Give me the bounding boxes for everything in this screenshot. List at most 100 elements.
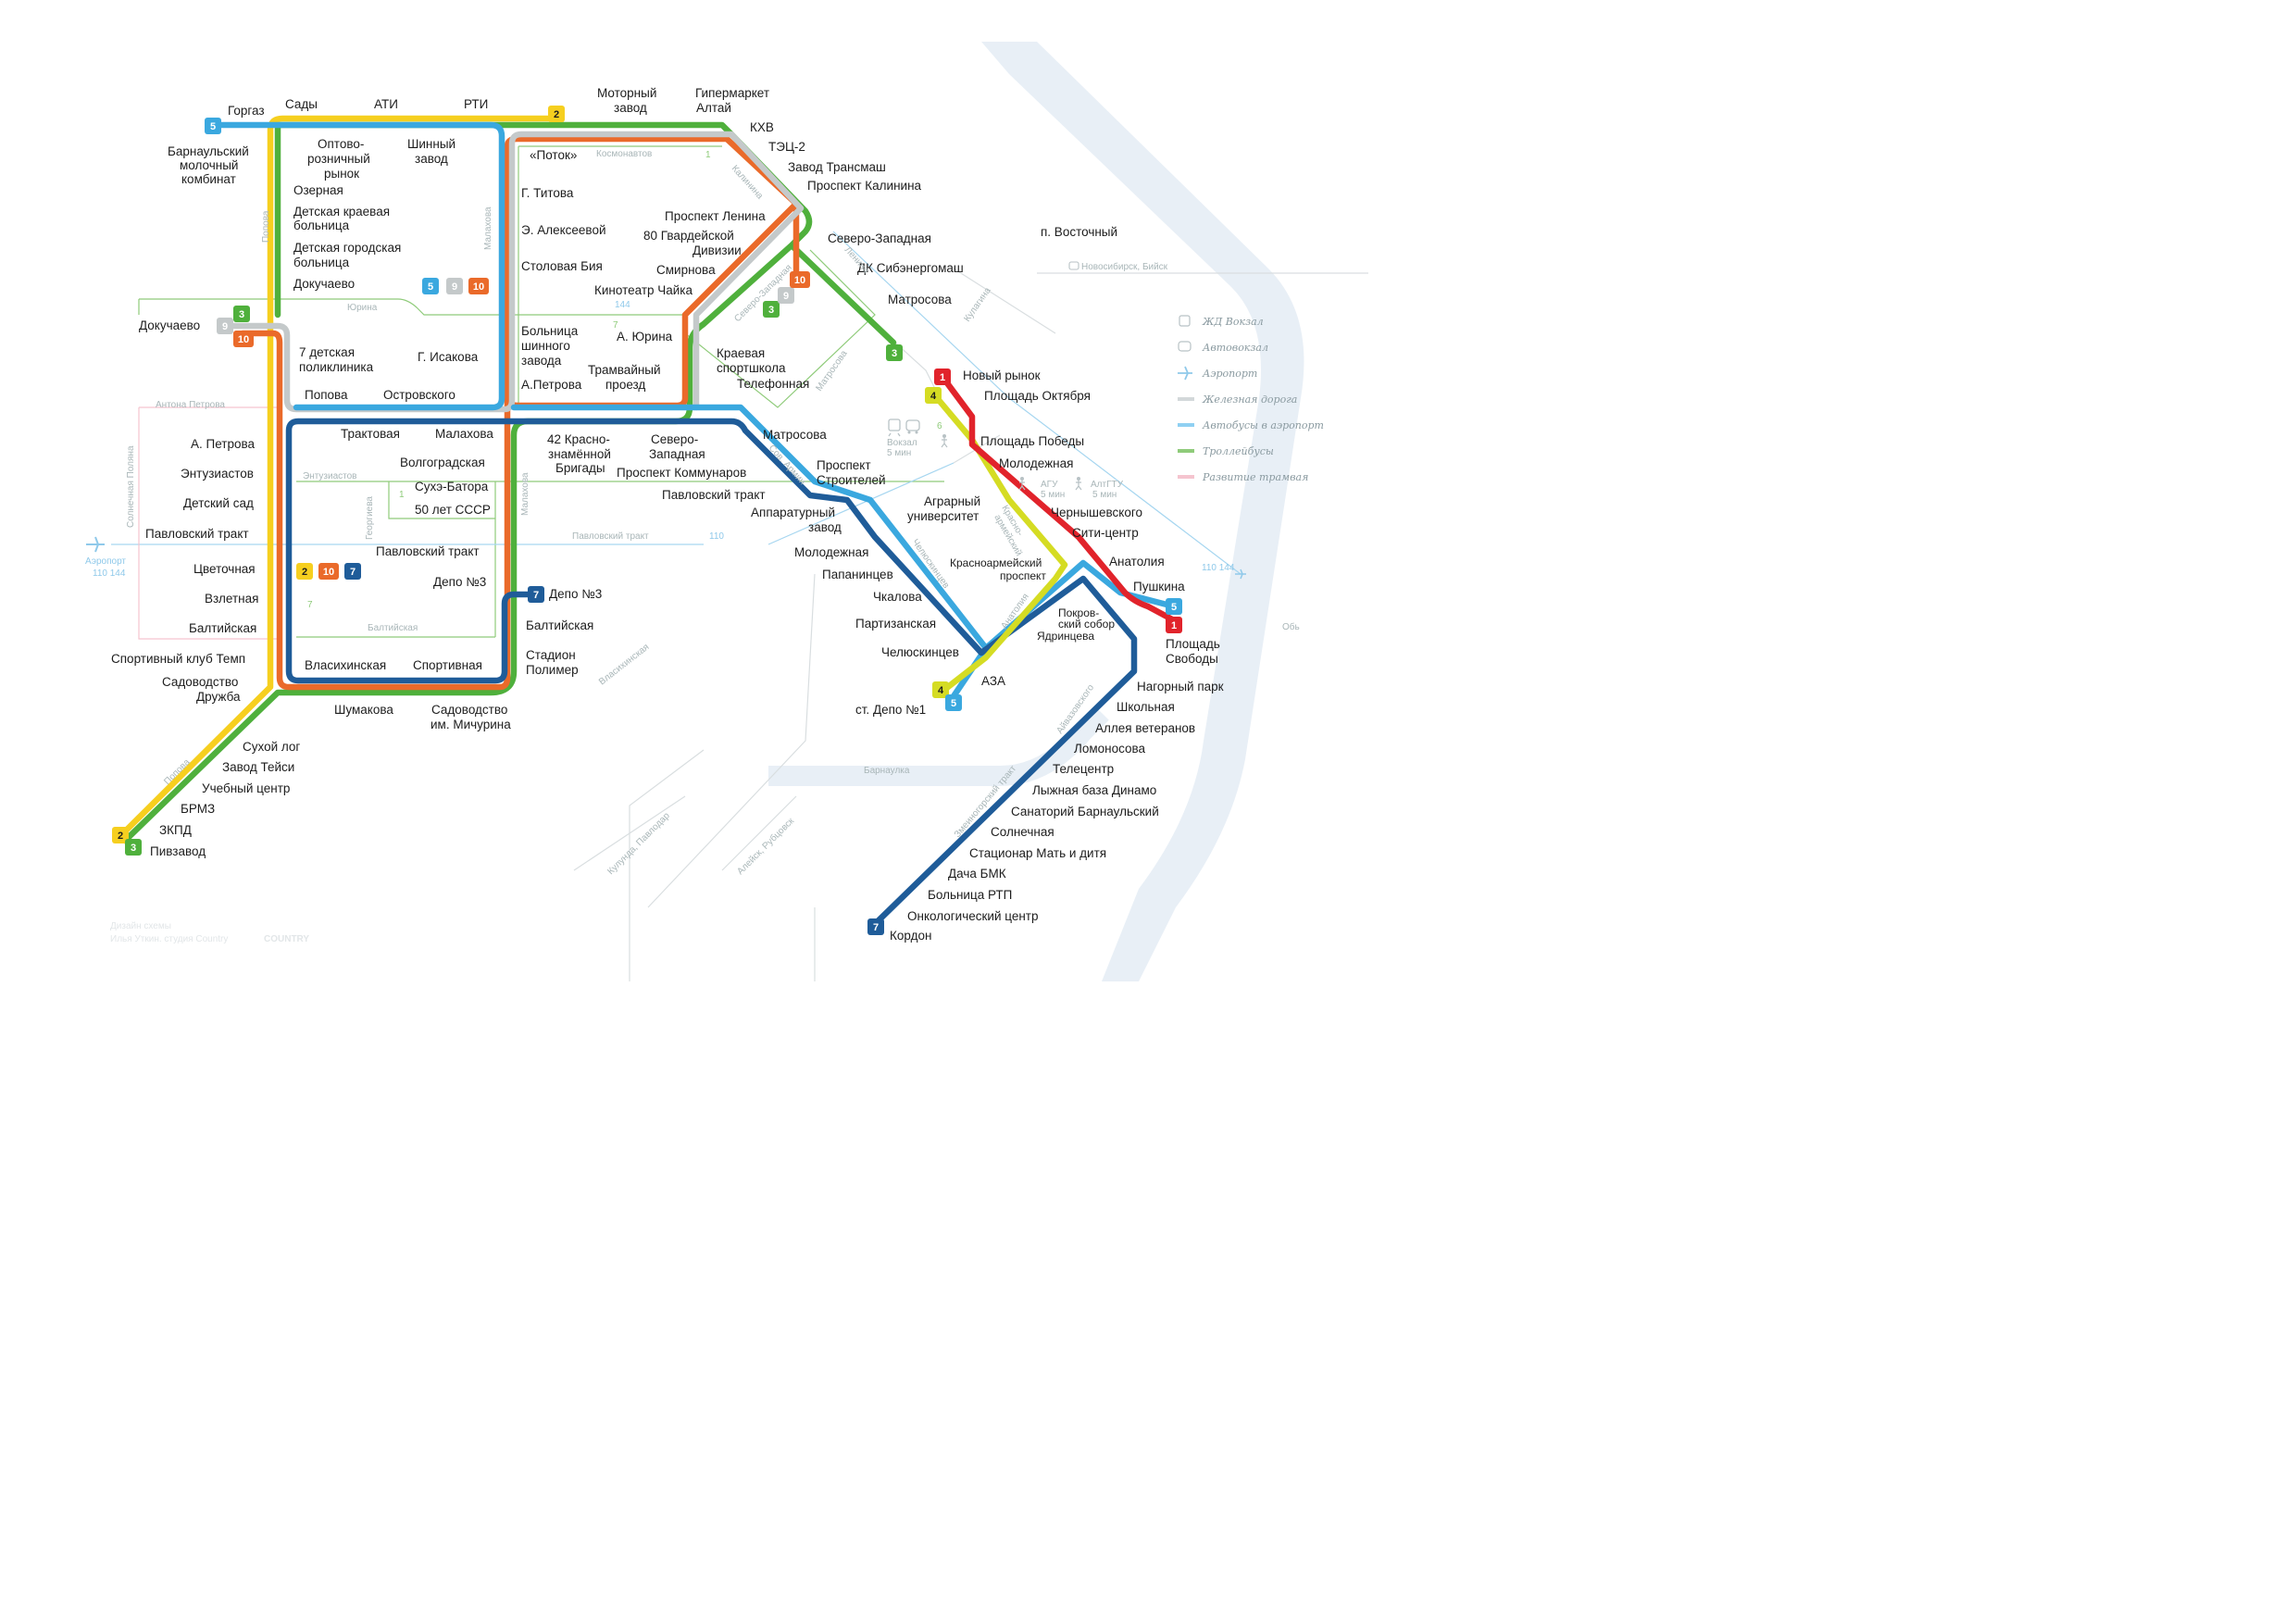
route-badge-1[interactable]: 1: [934, 369, 951, 385]
station-stroiteley[interactable]: Проспект: [817, 458, 871, 472]
route-badge-7-s[interactable]: 7: [867, 918, 884, 935]
route-badge-10-ne[interactable]: 10: [790, 271, 810, 288]
station-uchebny[interactable]: Учебный центр: [202, 781, 290, 795]
station-dokuchaevo-in[interactable]: Докучаево: [293, 277, 355, 291]
station-kraevaya[interactable]: Краевая: [717, 346, 765, 360]
station-entuziastov[interactable]: Энтузиастов: [181, 467, 254, 481]
station-stolovaya[interactable]: Столовая Бия: [521, 259, 603, 273]
station-malakhova[interactable]: Малахова: [435, 427, 493, 441]
station-g-isakova[interactable]: Г. Исакова: [418, 350, 479, 364]
station-oktyabrya[interactable]: Площадь Октября: [984, 389, 1091, 403]
station-poliklinika[interactable]: 7 детская: [299, 345, 355, 359]
route-badge-2-w[interactable]: 2: [296, 563, 313, 580]
station-dk-sib[interactable]: ДК Сибэнергомаш: [857, 261, 964, 275]
station-pavl-trakt-c[interactable]: Павловский тракт: [662, 488, 766, 502]
station-ati[interactable]: АТИ: [374, 97, 398, 111]
station-pobedy[interactable]: Площадь Победы: [980, 434, 1084, 448]
route-badge-9-ne[interactable]: 9: [778, 287, 794, 304]
station-kordon[interactable]: Кордон: [890, 929, 931, 943]
station-severo-zap[interactable]: Северо-Западная: [828, 231, 931, 245]
route-badge-9-center[interactable]: 9: [446, 278, 463, 294]
station-telecentr[interactable]: Телецентр: [1053, 762, 1114, 776]
station-a-petrova-in[interactable]: А.Петрова: [521, 378, 582, 392]
route-badge-3-ne[interactable]: 3: [763, 301, 780, 318]
station-tec2[interactable]: ТЭЦ-2: [768, 140, 805, 154]
station-matrosova[interactable]: Матросова: [763, 428, 827, 442]
station-chaika[interactable]: Кинотеатр Чайка: [594, 283, 693, 297]
station-stadion[interactable]: Стадион: [526, 648, 576, 662]
station-molkomb[interactable]: Барнаульский: [168, 144, 249, 158]
station-depo3-b[interactable]: Депо №3: [549, 587, 602, 601]
route-badge-3-end[interactable]: 3: [886, 344, 903, 361]
station-titova[interactable]: Г. Титова: [521, 186, 574, 200]
station-motorny[interactable]: Моторный: [597, 86, 656, 100]
station-sz2[interactable]: Северо-: [651, 432, 698, 446]
station-pushkina[interactable]: Пушкина: [1133, 580, 1185, 593]
station-alekseevoy[interactable]: Э. Алексеевой: [521, 223, 606, 237]
station-onko[interactable]: Онкологический центр: [907, 909, 1039, 923]
station-popova[interactable]: Попова: [305, 388, 348, 402]
station-vlasikha[interactable]: Власихинская: [305, 658, 386, 672]
station-vzletnaya[interactable]: Взлетная: [205, 592, 258, 606]
station-matrosova-ne[interactable]: Матросова: [888, 293, 952, 306]
line-9-route[interactable]: [220, 131, 805, 413]
station-mat-ditya[interactable]: Стационар Мать и дитя: [969, 846, 1106, 860]
station-cvetochnaya[interactable]: Цветочная: [193, 562, 256, 576]
station-chernyshevskogo[interactable]: Чернышевского: [1051, 506, 1142, 519]
station-rtp[interactable]: Больница РТП: [928, 888, 1012, 902]
station-opt[interactable]: Оптово-: [318, 137, 364, 151]
station-aza[interactable]: АЗА: [981, 674, 1005, 688]
route-badge-5-center[interactable]: 5: [422, 278, 439, 294]
station-dokuchaevo[interactable]: Докучаево: [139, 319, 200, 332]
station-transmash[interactable]: Завод Трансмаш: [788, 160, 886, 174]
station-partizanskaya[interactable]: Партизанская: [855, 617, 936, 631]
station-dinamo[interactable]: Лыжная база Динамо: [1032, 783, 1156, 797]
station-shinny[interactable]: Шинный: [407, 137, 455, 151]
station-a-petrova[interactable]: А. Петрова: [191, 437, 255, 451]
station-telefonnaya[interactable]: Телефонная: [737, 377, 809, 391]
station-papanintsev[interactable]: Папанинцев: [822, 568, 893, 581]
station-gv80[interactable]: 80 Гвардейской: [643, 229, 734, 243]
station-smirnova[interactable]: Смирнова: [656, 263, 716, 277]
station-molodezhnaya-e[interactable]: Молодежная: [999, 456, 1073, 470]
station-chkalova[interactable]: Чкалова: [873, 590, 922, 604]
route-badge-5-e[interactable]: 5: [1166, 598, 1182, 615]
station-siti[interactable]: Сити-центр: [1072, 526, 1139, 540]
station-brmz[interactable]: БРМЗ: [181, 802, 215, 816]
station-kommunarov[interactable]: Проспект Коммунаров: [617, 466, 746, 480]
station-giper[interactable]: Гипермаркет: [695, 86, 769, 100]
station-sanatoriy[interactable]: Санаторий Барнаульский: [1011, 805, 1159, 818]
route-badge-3[interactable]: 3: [233, 306, 250, 322]
station-krasnozn[interactable]: 42 Красно-: [547, 432, 610, 446]
station-depo3[interactable]: Депо №3: [433, 575, 486, 589]
station-dkb[interactable]: Детская краевая: [293, 205, 390, 219]
station-druzhba[interactable]: Садоводство: [162, 675, 238, 689]
route-badge-2-sw[interactable]: 2: [112, 827, 129, 843]
station-shkolnaya[interactable]: Школьная: [1117, 700, 1175, 714]
route-badge-4[interactable]: 4: [925, 387, 942, 404]
route-badge-10-center[interactable]: 10: [468, 278, 489, 294]
station-dacha[interactable]: Дача БМК: [948, 867, 1006, 881]
route-badge-5-s[interactable]: 5: [945, 694, 962, 711]
station-pivzavod[interactable]: Пивзавод: [150, 844, 206, 858]
station-pavl-trakt-w[interactable]: Павловский тракт: [145, 527, 249, 541]
station-st-depo1[interactable]: ст. Депо №1: [855, 703, 926, 717]
station-sportivnaya[interactable]: Спортивная: [413, 658, 482, 672]
station-det-sad[interactable]: Детский сад: [183, 496, 254, 510]
line-1-route[interactable]: [939, 373, 1178, 624]
station-baltiyskaya-m[interactable]: Балтийская: [526, 618, 593, 632]
station-traktovaya[interactable]: Трактовая: [341, 427, 400, 441]
route-badge-10-w[interactable]: 10: [318, 563, 339, 580]
route-badge-3-sw[interactable]: 3: [125, 839, 142, 856]
station-apparat[interactable]: Аппаратурный: [751, 506, 835, 519]
line-7-route[interactable]: [285, 418, 1138, 928]
station-volgogradskaya[interactable]: Волгоградская: [400, 456, 485, 469]
station-alleya[interactable]: Аллея ветеранов: [1095, 721, 1195, 735]
station-yadrintseva[interactable]: Ядринцева: [1037, 630, 1094, 643]
route-badge-7-depo[interactable]: 7: [528, 586, 544, 603]
station-sukhe[interactable]: Сухэ-Батора: [415, 480, 489, 493]
station-chelyuskintsev[interactable]: Челюскинцев: [881, 645, 959, 659]
route-badge-10[interactable]: 10: [233, 331, 254, 347]
station-solnechnaya[interactable]: Солнечная: [991, 825, 1054, 839]
station-ostrovskogo[interactable]: Островского: [383, 388, 455, 402]
